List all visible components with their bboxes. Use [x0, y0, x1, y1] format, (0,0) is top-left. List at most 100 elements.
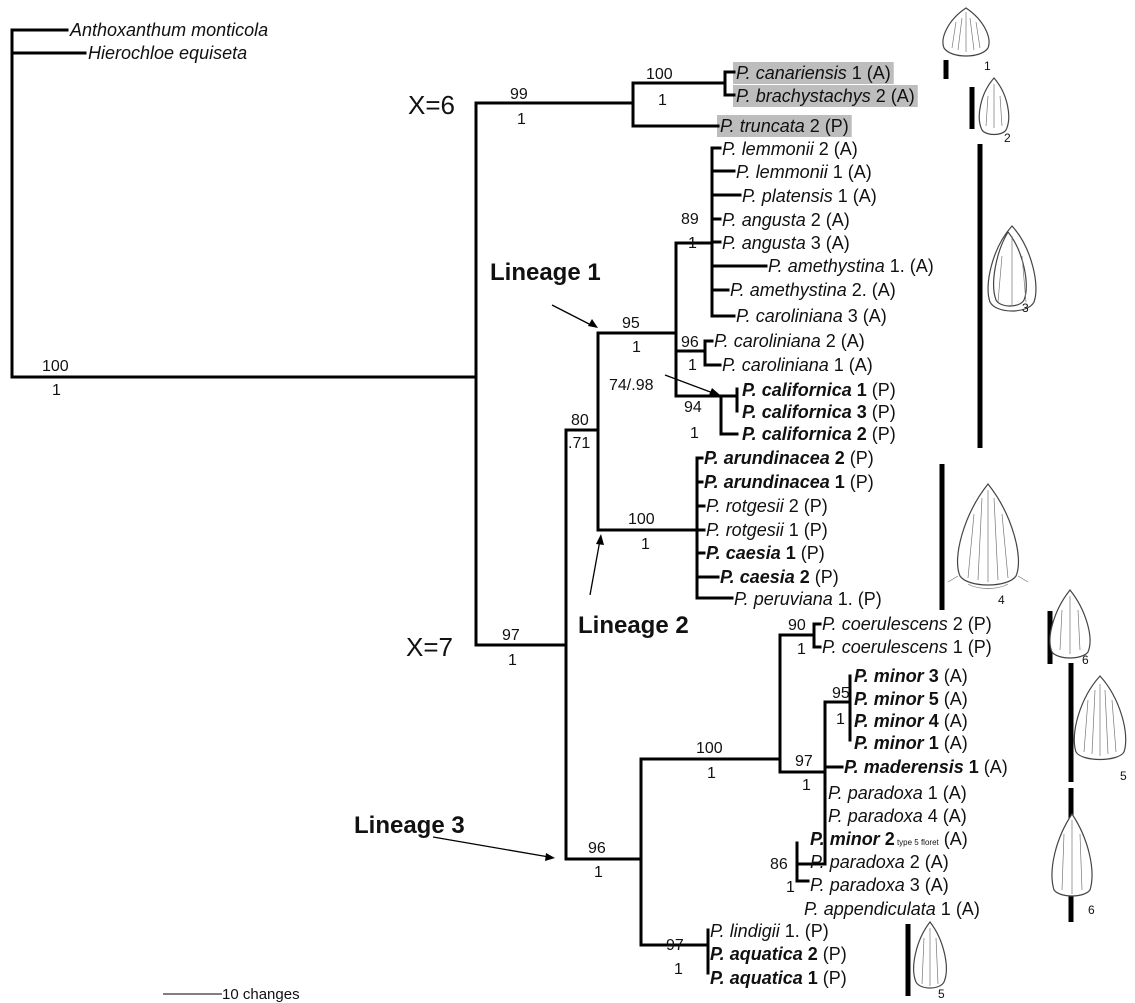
- taxon-label: P. caroliniana 3 (A): [736, 306, 887, 326]
- taxon-label: P. angusta 2 (A): [722, 210, 850, 230]
- taxon-label-part: 1: [948, 637, 963, 657]
- taxon-label-part: P. appendiculata: [804, 899, 936, 919]
- support-posterior: 1: [52, 382, 61, 399]
- taxon-label-part: (P): [963, 614, 992, 634]
- taxon-label-part: P. minor: [854, 689, 925, 709]
- support-posterior: 1: [836, 711, 845, 728]
- taxon-label-part: 1: [924, 733, 939, 753]
- taxon-label-part: P. amethystina: [730, 280, 847, 300]
- taxon-label-part: P. minor: [854, 711, 925, 731]
- support-bootstrap: 89: [681, 211, 699, 228]
- taxon-label-part: P. paradoxa: [828, 783, 923, 803]
- taxon-label-part: (P): [867, 402, 896, 422]
- taxon-label-part: (P): [800, 921, 829, 941]
- taxon-label: P. minor 2 type 5 floret (A): [810, 829, 968, 849]
- support-bootstrap: 95: [622, 315, 640, 332]
- taxon-label-part: P. californica: [742, 424, 852, 444]
- floret-icon: [987, 225, 1037, 312]
- taxon-label-part: (A): [862, 63, 891, 83]
- taxon-label-part: P. peruviana: [734, 589, 833, 609]
- taxon-label-part: (P): [867, 424, 896, 444]
- taxon-label: P. paradoxa 1 (A): [828, 783, 967, 803]
- taxon-label: P. lemmonii 2 (A): [722, 139, 858, 159]
- taxon-label-part: P. arundinacea: [704, 472, 830, 492]
- taxon-label-part: P. californica: [742, 380, 852, 400]
- taxon-label: P. maderensis 1 (A): [844, 757, 1008, 777]
- taxon-label-part: (P): [796, 543, 825, 563]
- taxon-label-part: 1: [964, 757, 979, 777]
- support-posterior: 1: [641, 536, 650, 553]
- taxon-highlight: [733, 62, 894, 84]
- taxon-label-part: 2: [830, 448, 845, 468]
- taxon-label: P. coerulescens 2 (P): [822, 614, 992, 634]
- support-posterior: 1: [594, 864, 603, 881]
- taxon-label-part: P. minor: [810, 829, 881, 849]
- taxon-label-part: 2: [880, 829, 895, 849]
- taxon-label-part: P. platensis: [742, 186, 833, 206]
- taxon-label-part: P. californica: [742, 402, 852, 422]
- taxon-label: P. amethystina 1. (A): [768, 256, 934, 276]
- taxon-label-part: (P): [818, 968, 847, 988]
- taxon-label-part: P. brachystachys: [736, 86, 871, 106]
- support-posterior: 1: [688, 357, 697, 374]
- taxon-label: P. arundinacea 1 (P): [704, 472, 874, 492]
- taxon-label: P. rotgesii 2 (P): [706, 496, 828, 516]
- support-posterior: 1: [632, 339, 641, 356]
- floret-type-number: 5: [938, 987, 945, 1001]
- taxon-label: P. californica 1 (P): [742, 380, 896, 400]
- taxon-label-part: 1: [830, 472, 845, 492]
- floret-type-number: 4: [998, 593, 1005, 607]
- taxon-label-part: (A): [836, 331, 865, 351]
- taxon-label: P. caroliniana 1 (A): [722, 355, 873, 375]
- taxon-label-part: P. paradoxa: [810, 875, 905, 895]
- support-bootstrap: 74/.98: [609, 377, 654, 394]
- taxon-label-part: (A): [905, 256, 934, 276]
- lineage-label: Lineage 3: [354, 812, 465, 839]
- floret-type-number: 5: [1120, 769, 1127, 783]
- taxon-label-part: P. minor: [854, 733, 925, 753]
- taxon-label-part: P. paradoxa: [828, 806, 923, 826]
- taxon-label: P. canariensis 1 (A): [736, 63, 891, 83]
- taxon-label-part: (P): [799, 496, 828, 516]
- taxon-label-part: (P): [845, 472, 874, 492]
- taxon-label: P. minor 4 (A): [854, 711, 968, 731]
- taxon-label-part: (A): [829, 139, 858, 159]
- taxon-label-part: P. lemmonii: [722, 139, 815, 159]
- taxon-label-part: 1: [847, 63, 862, 83]
- taxon-label-part: (A): [939, 689, 968, 709]
- arrows: [432, 304, 720, 861]
- taxon-label-part: (A): [821, 233, 850, 253]
- taxon-label-part: 1: [828, 162, 843, 182]
- taxon-label: P. minor 3 (A): [854, 666, 968, 686]
- taxon-label: P. brachystachys 2 (A): [736, 86, 915, 106]
- taxon-label-part: P. caroliniana: [722, 355, 829, 375]
- taxon-label: P. caesia 2 (P): [720, 567, 839, 587]
- support-values: 99 1 100 1 97 1 80 .71 95 1 89 1 96 1 94…: [502, 66, 850, 978]
- taxon-label-part: 2: [905, 852, 920, 872]
- floret-type-number: 2: [1004, 131, 1011, 145]
- taxon-label-part: 1: [936, 899, 951, 919]
- taxon-label-part: (A): [858, 306, 887, 326]
- taxon-label-part: (A): [867, 280, 896, 300]
- taxon-label-part: 3: [924, 666, 939, 686]
- taxon-label-part: P. arundinacea: [704, 448, 830, 468]
- taxon-label: P. paradoxa 3 (A): [810, 875, 949, 895]
- taxon-label-part: 2: [814, 139, 829, 159]
- taxon-label-part: 2: [784, 496, 799, 516]
- taxon-label-part: 4: [924, 711, 939, 731]
- taxon-label-part: P. aquatica: [710, 944, 803, 964]
- taxon-label-part: 1: [833, 186, 848, 206]
- taxon-highlight: [733, 85, 918, 107]
- taxon-label-part: (A): [821, 210, 850, 230]
- taxon-label-part: P. lindigii: [710, 921, 781, 941]
- floret-icon: [1051, 812, 1093, 897]
- taxon-label: P. minor 5 (A): [854, 689, 968, 709]
- taxon-label-part: 1: [923, 783, 938, 803]
- taxon-label: P. minor 1 (A): [854, 733, 968, 753]
- taxon-label-part: P. rotgesii: [706, 496, 785, 516]
- taxon-label-part: (A): [920, 852, 949, 872]
- taxon-label-part: (A): [979, 757, 1008, 777]
- floret-icon: [913, 921, 947, 989]
- support-posterior: 1: [797, 641, 806, 658]
